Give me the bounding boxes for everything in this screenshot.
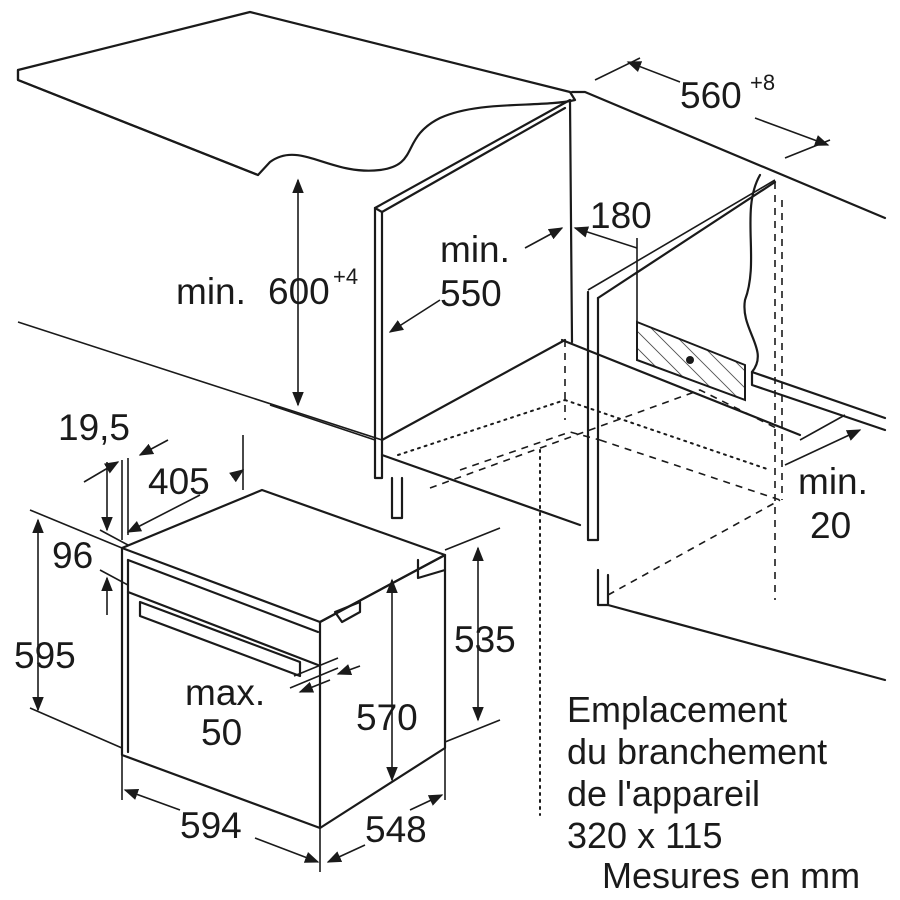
cutout-width-tolerance: +8 bbox=[750, 70, 775, 95]
dimension-labels: 560 +8 min. 600 +4 min. 550 180 min. 20 … bbox=[14, 70, 868, 850]
total-height-value: 595 bbox=[14, 635, 76, 676]
note-line-2: du branchement bbox=[567, 731, 827, 772]
total-depth-value: 548 bbox=[365, 809, 427, 850]
niche-height-tolerance: +4 bbox=[333, 264, 358, 289]
inner-height-value: 570 bbox=[356, 697, 418, 738]
socket-area bbox=[636, 320, 746, 402]
front-overhang-value: 19,5 bbox=[58, 407, 130, 448]
body-height-value: 535 bbox=[454, 619, 516, 660]
handle-value: 50 bbox=[201, 712, 242, 753]
socket-offset-value: 180 bbox=[590, 195, 652, 236]
rear-gap-label: min. bbox=[798, 461, 868, 502]
niche-height-value: 600 bbox=[268, 271, 330, 312]
depth-min-value: 550 bbox=[440, 273, 502, 314]
note-line-4: 320 x 115 bbox=[567, 815, 722, 856]
rear-gap-value: 20 bbox=[810, 505, 851, 546]
total-width-value: 594 bbox=[180, 805, 242, 846]
note-line-3: de l'appareil bbox=[567, 773, 760, 814]
notes: Emplacement du branchement de l'appareil… bbox=[567, 689, 860, 896]
depth-min-label: min. bbox=[440, 229, 510, 270]
cutout-width-value: 560 bbox=[680, 75, 742, 116]
niche-cabinet bbox=[17, 90, 887, 816]
niche-height-prefix: min. bbox=[176, 271, 246, 312]
frame-depth-value: 405 bbox=[148, 461, 210, 502]
oven bbox=[120, 488, 447, 830]
units-note: Mesures en mm bbox=[602, 855, 860, 896]
top-panel-height-value: 96 bbox=[52, 535, 93, 576]
note-line-1: Emplacement bbox=[567, 689, 787, 730]
handle-label: max. bbox=[185, 672, 265, 713]
worktop bbox=[16, 10, 577, 177]
dimension-lines bbox=[29, 57, 862, 872]
